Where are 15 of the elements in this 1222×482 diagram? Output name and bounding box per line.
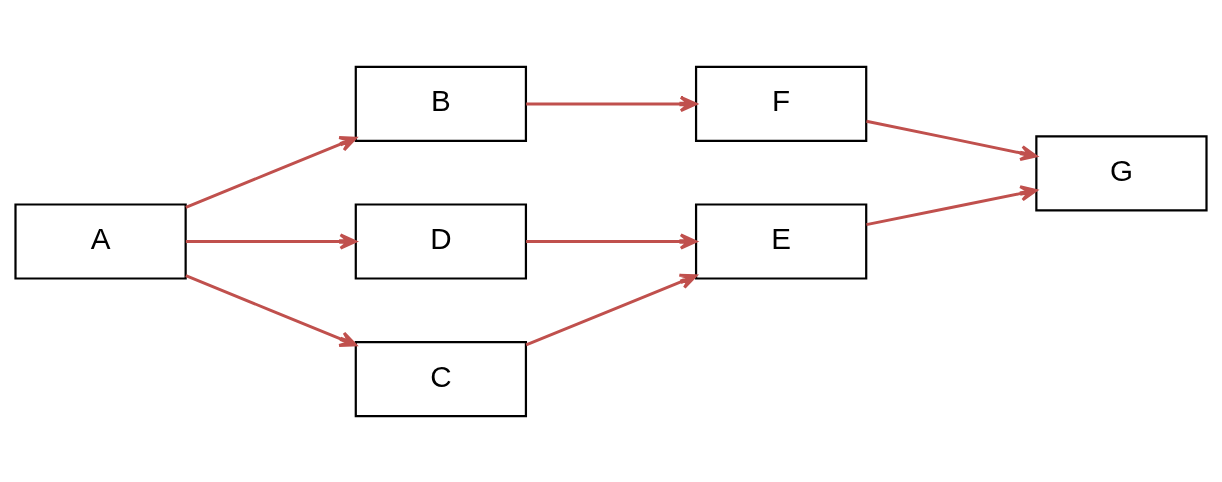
node-box: F [694, 65, 868, 142]
node-box: B [354, 65, 528, 142]
arrow [866, 119, 1038, 161]
arrow [525, 273, 698, 346]
node-box: C [354, 340, 528, 417]
arrow [185, 273, 357, 347]
arrow [526, 232, 698, 250]
arrow [185, 135, 357, 209]
node-box: D [354, 202, 528, 280]
node-box: E [694, 202, 868, 280]
node-box: G [1035, 134, 1208, 212]
node-box: A [14, 202, 187, 280]
arrow [526, 95, 698, 112]
arrow [866, 184, 1038, 226]
arrow [185, 232, 357, 250]
